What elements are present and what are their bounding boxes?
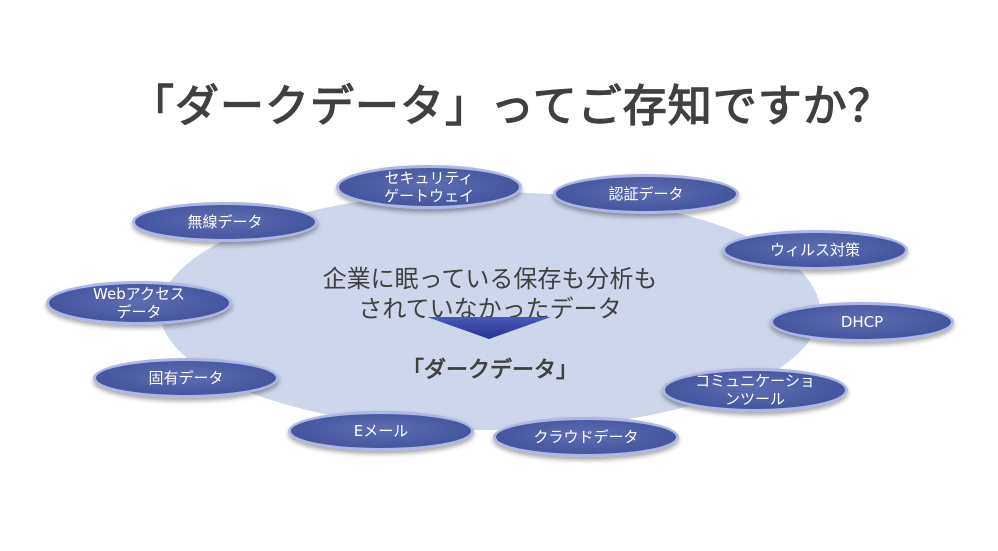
- node-ninsho-data: 認証データ: [553, 174, 739, 214]
- center-text-line-1: 企業に眠っている保存も分析も: [322, 265, 658, 293]
- dark-data-label: 「ダークデータ」: [401, 358, 578, 383]
- node-virus-taisaku: ウィルス対策: [722, 230, 908, 270]
- node-email: Eメール: [288, 411, 474, 451]
- node-label-line-2: ンツール: [724, 390, 785, 408]
- node-dhcp: DHCP: [770, 302, 954, 342]
- node-web-access-data: Webアクセス データ: [46, 281, 232, 325]
- node-label: Eメール: [353, 422, 409, 440]
- node-label: 無線データ: [187, 213, 263, 231]
- node-musen-data: 無線データ: [132, 202, 318, 242]
- node-communication-tool: コミュニケーショ ンツール: [662, 368, 848, 412]
- node-label-line-2: データ: [116, 303, 162, 321]
- node-label-line-1: コミュニケーショ: [695, 372, 815, 390]
- node-label: クラウドデータ: [533, 428, 639, 446]
- node-label: 認証データ: [608, 185, 684, 203]
- node-security-gateway: セキュリティ ゲートウェイ: [336, 165, 522, 209]
- node-cloud-data: クラウドデータ: [493, 417, 679, 457]
- down-arrow-icon: [427, 317, 551, 339]
- node-label: 固有データ: [148, 369, 224, 387]
- node-koyu-data: 固有データ: [93, 358, 279, 398]
- node-label-line-1: Webアクセス: [93, 285, 185, 303]
- slide-title: 「ダークデータ」ってご存知ですか？: [130, 81, 893, 132]
- node-label: ウィルス対策: [769, 241, 860, 259]
- node-label-line-2: ゲートウェイ: [383, 187, 474, 205]
- node-label: DHCP: [840, 313, 884, 331]
- node-label-line-1: セキュリティ: [384, 169, 474, 187]
